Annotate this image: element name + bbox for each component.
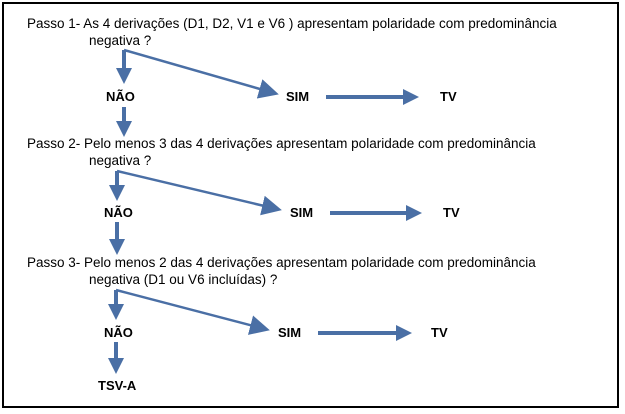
step2-question-line1: Passo 2- Pelo menos 3 das 4 derivações a…	[27, 136, 536, 151]
step3-yes-label: SIM	[278, 325, 302, 340]
step3-result-label: TV	[431, 325, 448, 340]
step1-diagonal-arrow	[123, 48, 279, 99]
step1-result-label: TV	[440, 89, 457, 104]
step3-question-line1: Passo 3- Pelo menos 2 das 4 derivações a…	[27, 255, 536, 270]
step1-yes-label: SIM	[286, 89, 310, 104]
final-result-label: TSV-A	[98, 378, 137, 393]
step1-no-label: NÃO	[106, 89, 135, 104]
step3-no-label: NÃO	[104, 325, 133, 340]
step2-yes-label: SIM	[290, 205, 314, 220]
diagram-frame	[2, 2, 619, 408]
step2-no-label: NÃO	[104, 205, 133, 220]
step2-diagonal-arrow	[116, 169, 282, 216]
step2-result-label: TV	[443, 205, 460, 220]
step3-question-line2: negativa (D1 ou V6 incluídas) ?	[89, 272, 278, 287]
step3-diagonal-arrow	[115, 288, 270, 335]
step1-question-line2: negativa ?	[89, 33, 152, 48]
step2-question-line2: negativa ?	[89, 153, 152, 168]
step1-question-line1: Passo 1- As 4 derivações (D1, D2, V1 e V…	[27, 16, 557, 31]
